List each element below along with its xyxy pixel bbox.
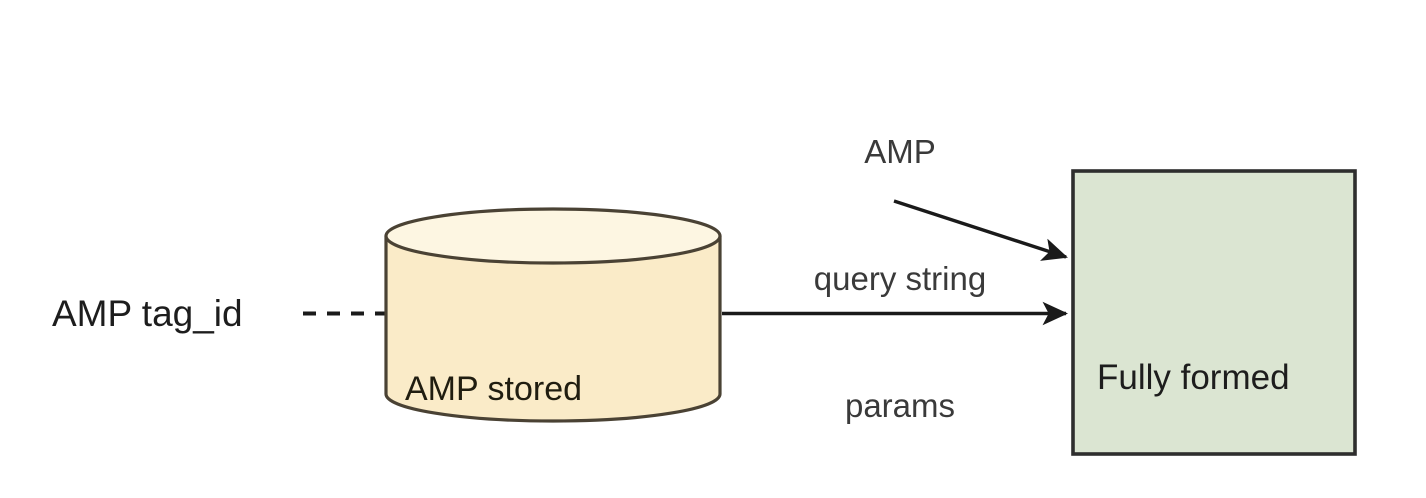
store-label-line-1: AMP stored — [405, 370, 583, 409]
node-fully-formed-ortb — [1071, 169, 1357, 456]
amp-stored-request-template-label: AMP stored request template — [405, 281, 658, 498]
ortb-label-line-2: ORTB — [1097, 490, 1290, 498]
annotation-line-1: AMP — [864, 133, 936, 171]
ortb-label-line-1: Fully formed — [1097, 357, 1290, 397]
amp-tag-id-label: AMP tag_id — [52, 293, 243, 334]
annotation-line-3: params — [844, 386, 956, 424]
fully-formed-ortb-label: Fully formed ORTB — [1097, 266, 1290, 498]
amp-query-string-params-label: AMP query string params — [760, 47, 1040, 498]
node-amp-stored-request-template — [384, 207, 722, 423]
edge-params-to-ortb — [893, 199, 1068, 261]
annotation-line-2: query string — [813, 260, 987, 298]
